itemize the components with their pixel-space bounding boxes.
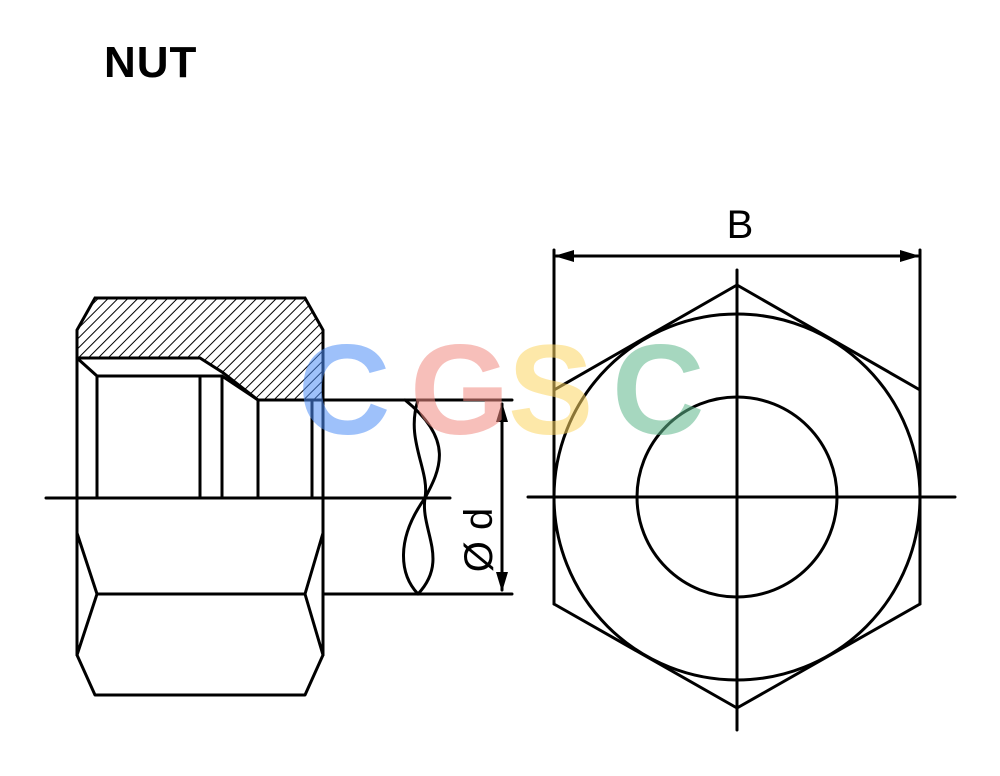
hex-face-lines <box>75 531 325 596</box>
watermark-letter-2: G <box>410 319 510 462</box>
diameter-label: Ø d <box>457 508 501 572</box>
side-view: Ø d <box>44 296 514 697</box>
nut-body-outline <box>75 356 325 697</box>
watermark-letter-3: S <box>508 319 593 462</box>
cgsc-watermark: C G S C <box>298 319 704 462</box>
watermark-letter-4: C <box>612 319 704 462</box>
page-title: NUT <box>104 38 198 87</box>
front-view: B <box>526 203 957 732</box>
watermark-letter-1: C <box>298 319 390 462</box>
section-hatch <box>75 296 325 402</box>
width-label: B <box>727 203 754 247</box>
